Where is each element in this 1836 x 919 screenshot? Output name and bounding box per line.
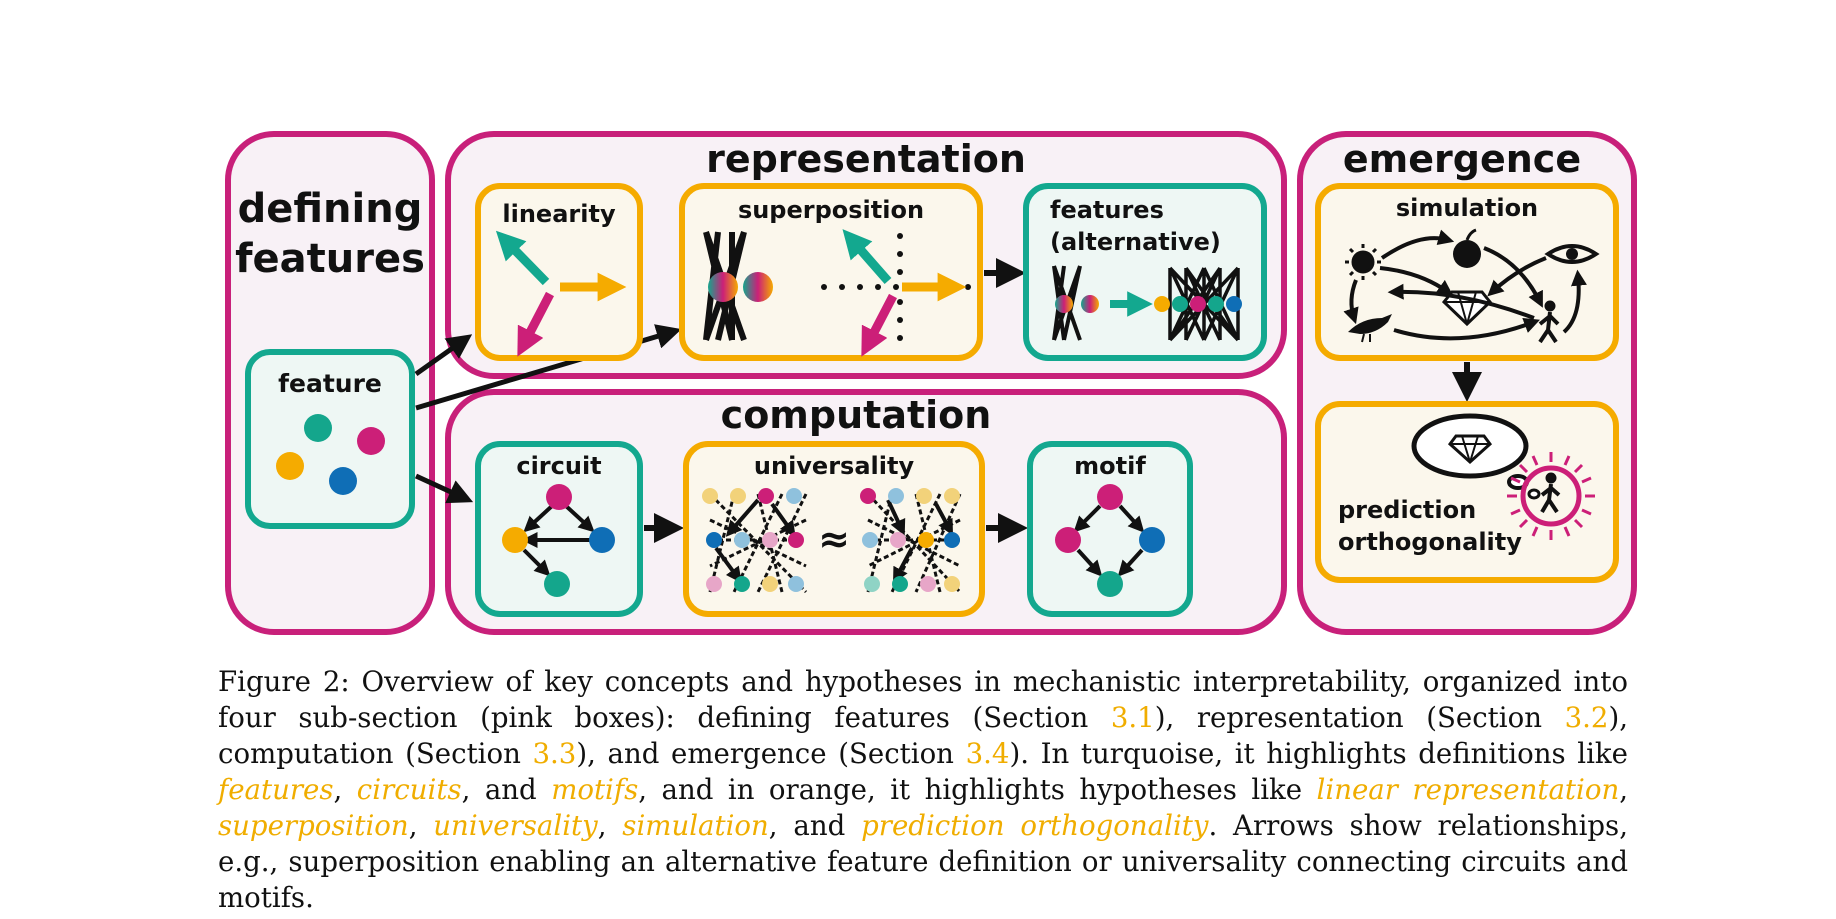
features-alternative-box: features (alternative) (1023, 183, 1267, 361)
figure-caption: Figure 2: Overview of key concepts and h… (218, 664, 1628, 916)
person-icon (1538, 300, 1560, 344)
magenta-vector-icon (861, 293, 897, 357)
teal-vector-icon (842, 229, 892, 284)
caption-text: , (597, 809, 623, 842)
eye-icon (1544, 244, 1600, 264)
features-alt-label-1: features (1050, 196, 1164, 224)
hypothesis-term: prediction orthogonality (861, 809, 1209, 842)
section-link[interactable]: 3.3 (532, 737, 577, 770)
superposition-label: superposition (738, 196, 924, 224)
universality-label: universality (754, 452, 915, 480)
universality-network-right (860, 488, 962, 594)
hypothesis-term: universality (433, 809, 598, 842)
simulation-arrows (1343, 229, 1587, 341)
dot-orange (276, 452, 304, 480)
universality-network-left (702, 488, 808, 594)
caption-text: , and in orange, it highlights hypothese… (638, 773, 1317, 806)
section-link[interactable]: 3.2 (1564, 701, 1609, 734)
prediction-orthogonality-box: prediction orthogonality (1315, 401, 1619, 583)
virus-icon (1507, 452, 1595, 540)
linearity-label: linearity (502, 200, 616, 228)
simulation-label: simulation (1396, 194, 1538, 222)
teal-vector-icon (495, 230, 550, 286)
dot-blue (329, 467, 357, 495)
simulation-box: simulation (1315, 183, 1619, 361)
sun-icon (1345, 244, 1381, 280)
caption-text: ), representation (Section (1154, 701, 1565, 734)
computation-title: computation (721, 393, 992, 437)
caption-text: Overview of key concepts and hypotheses … (218, 665, 1628, 734)
mixed-dot (743, 272, 773, 302)
figure-diagram: defining features representation computa… (225, 131, 1637, 635)
hypothesis-term: linear representation (1316, 773, 1620, 806)
caption-text: , (1619, 773, 1628, 806)
definition-term: features (218, 773, 334, 806)
thought-bubble-icon (1411, 413, 1541, 500)
features-alt-label-2: (alternative) (1050, 228, 1221, 256)
crow-icon (1348, 314, 1392, 343)
representation-title: representation (706, 137, 1026, 181)
caption-text: ), and emergence (Section (576, 737, 966, 770)
caption-text: , and (461, 773, 552, 806)
motif-label: motif (1074, 452, 1146, 480)
defining-features-title-2: features (235, 236, 425, 282)
caption-text: ), computation (Section (218, 701, 1628, 770)
feature-label: feature (278, 369, 382, 398)
prediction-label-2: orthogonality (1338, 528, 1522, 556)
hypothesis-term: simulation (622, 809, 769, 842)
caption-text: , and (768, 809, 862, 842)
superposition-box: superposition (679, 183, 983, 361)
mixed-dot (708, 272, 738, 302)
section-link[interactable]: 3.1 (1110, 701, 1155, 734)
hypothesis-term: superposition (218, 809, 409, 842)
emergence-title: emergence (1343, 137, 1581, 181)
magenta-vector-icon (517, 291, 554, 357)
dot-magenta (357, 427, 385, 455)
feature-box: feature (245, 349, 415, 529)
circuit-box: circuit (475, 441, 643, 617)
dot-teal (304, 414, 332, 442)
approx-symbol: ≈ (818, 517, 850, 561)
caption-label: Figure 2: (218, 665, 350, 698)
caption-text: . Arrows show relationships, e.g., super… (218, 809, 1628, 914)
universality-box: universality ≈ (683, 441, 985, 617)
person-icon (1540, 472, 1561, 514)
circuit-label: circuit (516, 452, 601, 480)
motif-box: motif (1027, 441, 1193, 617)
defining-features-title-1: defining (238, 186, 423, 232)
linearity-box: linearity (475, 183, 643, 361)
caption-text: , (333, 773, 357, 806)
caption-text: , (408, 809, 434, 842)
definition-term: motifs (551, 773, 639, 806)
prediction-label-1: prediction (1338, 496, 1476, 524)
apple-icon (1453, 228, 1481, 268)
caption-text: ). In turquoise, it highlights definitio… (1009, 737, 1628, 770)
section-link[interactable]: 3.4 (965, 737, 1010, 770)
definition-term: circuits (356, 773, 462, 806)
